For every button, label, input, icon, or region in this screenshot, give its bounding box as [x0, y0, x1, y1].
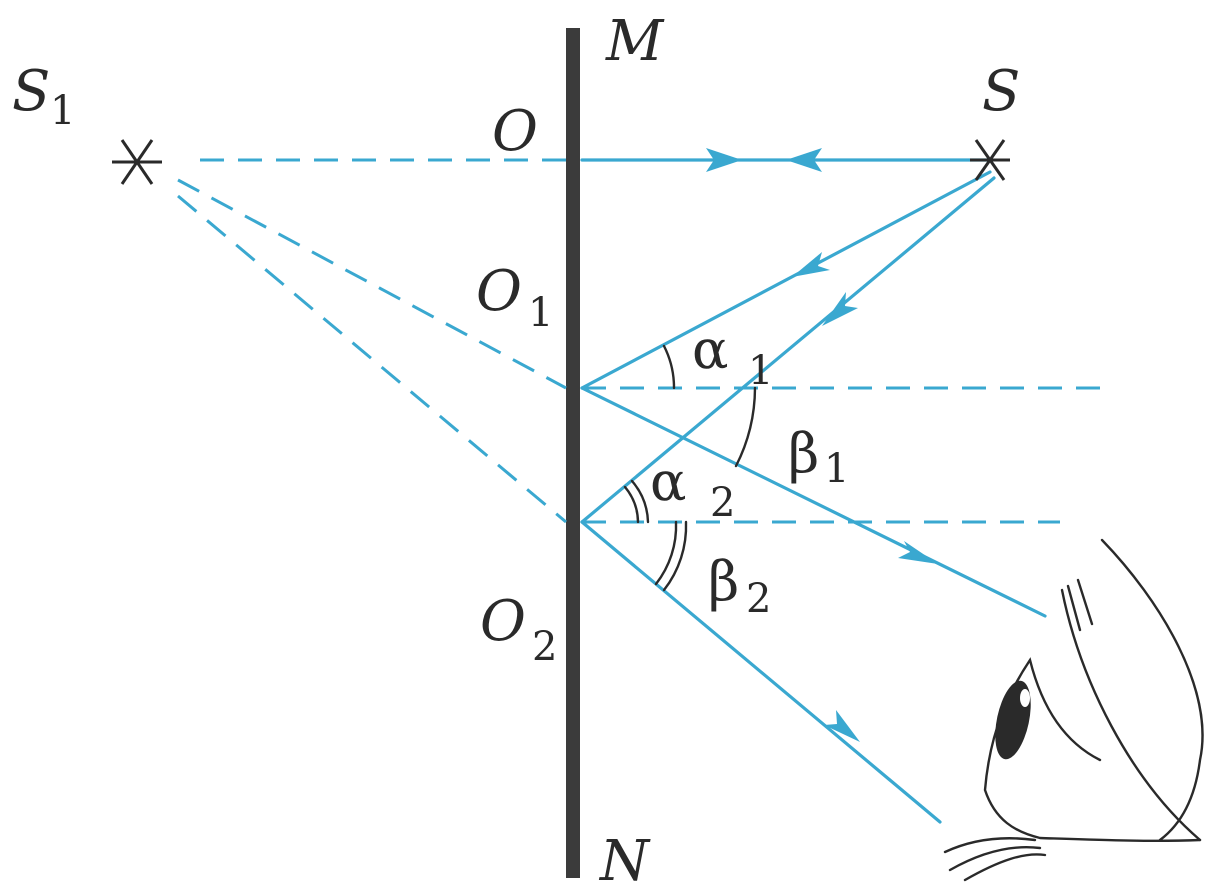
angle-arc-alpha2-inner	[623, 485, 640, 524]
arrow-incident-1-icon	[792, 252, 830, 277]
label-o: O	[492, 99, 538, 164]
angle-arc-beta1	[734, 386, 757, 468]
label-o2: O 2	[480, 589, 557, 670]
angle-arc-alpha2-outer	[630, 479, 650, 524]
label-beta2: β 2	[708, 550, 771, 622]
label-n: N	[598, 829, 651, 885]
arrow-reflected-2-icon	[824, 710, 860, 742]
svg-text:β: β	[788, 422, 819, 485]
svg-text:S: S	[12, 59, 50, 124]
image-s1-star-cross-icon	[112, 139, 162, 185]
source-s-star-cross-icon	[970, 139, 1010, 181]
arrow-right-icon	[706, 148, 742, 172]
svg-text:1: 1	[748, 348, 773, 394]
svg-text:1: 1	[528, 290, 553, 336]
angle-arc-alpha1	[662, 344, 676, 390]
label-s: S	[982, 59, 1020, 124]
svg-text:O: O	[480, 589, 526, 654]
svg-text:O: O	[476, 259, 522, 324]
arrow-incident-2-icon	[822, 292, 858, 326]
svg-text:β: β	[708, 550, 739, 613]
svg-text:α: α	[692, 318, 728, 381]
svg-text:1: 1	[824, 446, 849, 492]
label-o1: O 1	[476, 259, 553, 336]
ray-s-to-o2	[580, 176, 996, 524]
ray-o1-reflected	[580, 386, 1047, 618]
svg-text:1: 1	[50, 88, 75, 134]
svg-text:2: 2	[532, 624, 557, 670]
label-m: M	[605, 9, 665, 74]
svg-text:2: 2	[746, 576, 771, 622]
label-alpha2: α 2	[650, 450, 735, 526]
arrow-left-icon	[786, 148, 822, 172]
angle-arc-beta2-inner	[654, 520, 678, 586]
label-s1: S 1	[12, 59, 75, 134]
svg-text:2: 2	[710, 480, 735, 526]
dashed-line-s1-to-o2	[177, 194, 567, 524]
plane-mirror	[566, 28, 580, 878]
svg-text:α: α	[650, 450, 686, 513]
arrow-reflected-1-icon	[898, 541, 938, 564]
label-alpha1: α 1	[692, 318, 773, 394]
label-beta1: β 1	[788, 422, 849, 492]
eye-icon	[943, 538, 1204, 882]
ray-s-to-o1	[580, 170, 992, 390]
angle-arc-beta2-outer	[662, 520, 688, 592]
ray-o2-reflected	[580, 520, 942, 824]
